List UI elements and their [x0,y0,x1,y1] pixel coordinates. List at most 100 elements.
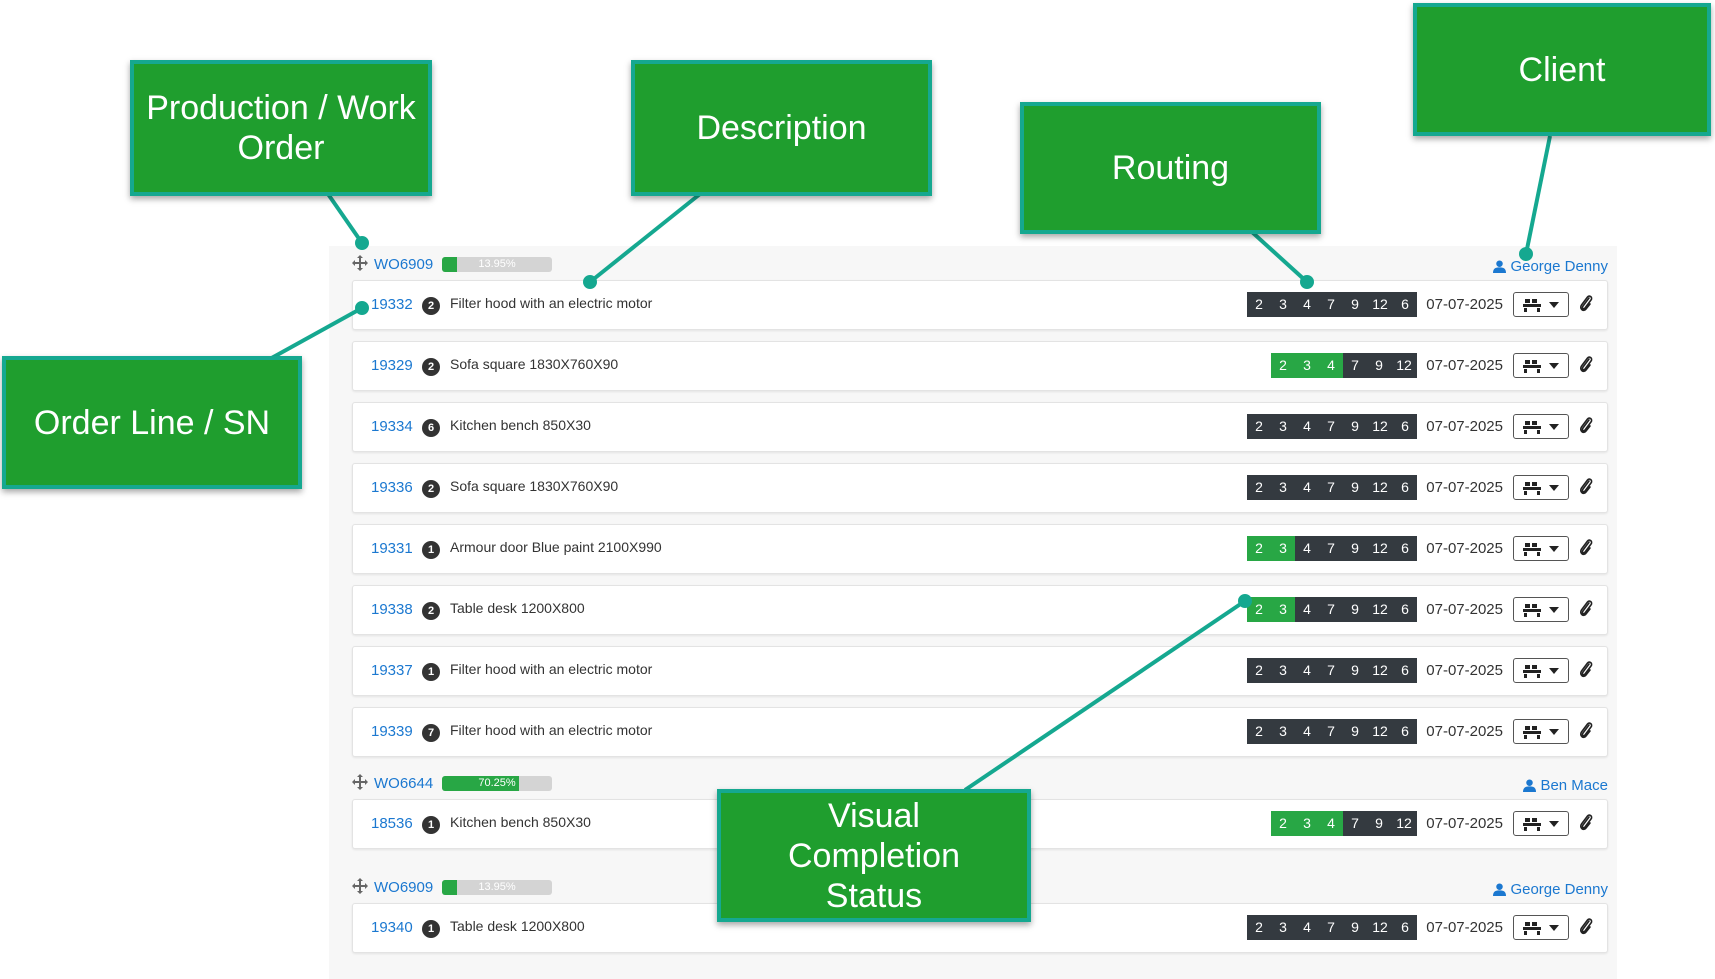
machine-dropdown-button[interactable] [1513,811,1569,836]
routing-step[interactable]: 12 [1367,475,1393,500]
routing-step[interactable]: 3 [1271,475,1295,500]
routing-step[interactable]: 12 [1367,536,1393,561]
paperclip-icon[interactable] [1579,538,1593,558]
machine-dropdown-button[interactable] [1513,475,1569,500]
paperclip-icon[interactable] [1579,355,1593,375]
routing-step[interactable]: 9 [1343,292,1367,317]
paperclip-icon[interactable] [1579,294,1593,314]
machine-dropdown-button[interactable] [1513,719,1569,744]
routing-step[interactable]: 3 [1271,536,1295,561]
routing-step[interactable]: 6 [1393,292,1417,317]
move-icon[interactable] [352,878,368,894]
order-line-link[interactable]: 19336 [371,479,413,496]
routing-step[interactable]: 9 [1343,719,1367,744]
machine-dropdown-button[interactable] [1513,658,1569,683]
routing-step[interactable]: 12 [1391,811,1417,836]
routing-step[interactable]: 4 [1295,292,1319,317]
work-order-link[interactable]: WO6909 [374,879,434,896]
routing-step[interactable]: 7 [1319,475,1343,500]
routing-step[interactable]: 3 [1271,414,1295,439]
routing-step[interactable]: 3 [1271,597,1295,622]
routing-step[interactable]: 6 [1393,597,1417,622]
routing-step[interactable]: 12 [1367,915,1393,940]
routing-step[interactable]: 9 [1343,915,1367,940]
routing-step[interactable]: 2 [1271,353,1295,378]
order-line-link[interactable]: 19338 [371,601,413,618]
machine-dropdown-button[interactable] [1513,536,1569,561]
routing-step[interactable]: 6 [1393,536,1417,561]
work-order-link[interactable]: WO6909 [374,256,434,273]
order-line-link[interactable]: 19331 [371,540,413,557]
machine-dropdown-button[interactable] [1513,414,1569,439]
routing-step[interactable]: 2 [1247,536,1271,561]
machine-dropdown-button[interactable] [1513,292,1569,317]
routing-step[interactable]: 12 [1367,292,1393,317]
routing-step[interactable]: 6 [1393,719,1417,744]
order-line-link[interactable]: 19334 [371,418,413,435]
routing-step[interactable]: 7 [1319,658,1343,683]
routing-step[interactable]: 2 [1247,292,1271,317]
routing-step[interactable]: 4 [1295,658,1319,683]
paperclip-icon[interactable] [1579,416,1593,436]
routing-step[interactable]: 7 [1319,414,1343,439]
routing-step[interactable]: 7 [1319,597,1343,622]
routing-step[interactable]: 4 [1295,536,1319,561]
paperclip-icon[interactable] [1579,813,1593,833]
order-line-link[interactable]: 19329 [371,357,413,374]
routing-step[interactable]: 9 [1367,353,1391,378]
routing-step[interactable]: 7 [1319,536,1343,561]
routing-step[interactable]: 2 [1247,658,1271,683]
machine-dropdown-button[interactable] [1513,353,1569,378]
routing-step[interactable]: 3 [1295,811,1319,836]
routing-step[interactable]: 4 [1295,915,1319,940]
routing-step[interactable]: 12 [1367,658,1393,683]
routing-step[interactable]: 7 [1343,353,1367,378]
order-line-link[interactable]: 19340 [371,919,413,936]
routing-step[interactable]: 9 [1367,811,1391,836]
routing-step[interactable]: 2 [1247,414,1271,439]
routing-step[interactable]: 6 [1393,475,1417,500]
routing-step[interactable]: 9 [1343,597,1367,622]
routing-step[interactable]: 2 [1247,915,1271,940]
order-line-link[interactable]: 19337 [371,662,413,679]
client-link[interactable]: George Denny [1493,881,1608,898]
order-line-link[interactable]: 18536 [371,815,413,832]
client-link[interactable]: Ben Mace [1523,777,1608,794]
routing-step[interactable]: 6 [1393,658,1417,683]
paperclip-icon[interactable] [1579,917,1593,937]
routing-step[interactable]: 9 [1343,475,1367,500]
routing-step[interactable]: 12 [1391,353,1417,378]
routing-step[interactable]: 4 [1319,353,1343,378]
routing-step[interactable]: 3 [1295,353,1319,378]
routing-step[interactable]: 3 [1271,658,1295,683]
routing-step[interactable]: 12 [1367,414,1393,439]
routing-step[interactable]: 4 [1319,811,1343,836]
routing-step[interactable]: 9 [1343,536,1367,561]
routing-step[interactable]: 2 [1271,811,1295,836]
move-icon[interactable] [352,774,368,790]
order-line-link[interactable]: 19332 [371,296,413,313]
routing-step[interactable]: 4 [1295,719,1319,744]
work-order-link[interactable]: WO6644 [374,775,434,792]
routing-step[interactable]: 9 [1343,658,1367,683]
routing-step[interactable]: 2 [1247,475,1271,500]
routing-step[interactable]: 12 [1367,597,1393,622]
routing-step[interactable]: 4 [1295,414,1319,439]
paperclip-icon[interactable] [1579,599,1593,619]
machine-dropdown-button[interactable] [1513,915,1569,940]
routing-step[interactable]: 7 [1319,292,1343,317]
routing-step[interactable]: 7 [1343,811,1367,836]
routing-step[interactable]: 4 [1295,475,1319,500]
paperclip-icon[interactable] [1579,721,1593,741]
client-link[interactable]: George Denny [1493,258,1608,275]
routing-step[interactable]: 7 [1319,915,1343,940]
routing-step[interactable]: 3 [1271,915,1295,940]
routing-step[interactable]: 9 [1343,414,1367,439]
routing-step[interactable]: 3 [1271,292,1295,317]
routing-step[interactable]: 7 [1319,719,1343,744]
routing-step[interactable]: 4 [1295,597,1319,622]
routing-step[interactable]: 2 [1247,719,1271,744]
order-line-link[interactable]: 19339 [371,723,413,740]
paperclip-icon[interactable] [1579,660,1593,680]
routing-step[interactable]: 6 [1393,414,1417,439]
